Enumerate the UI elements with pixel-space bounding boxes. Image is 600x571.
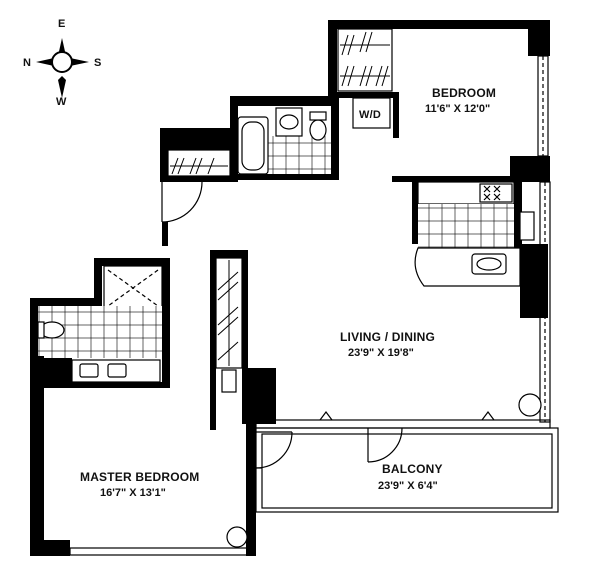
master-bedroom-walls [30,356,256,556]
bedroom-label: BEDROOM [432,86,496,100]
compass-north-label: N [23,57,31,69]
master-bath [30,258,170,388]
balcony-divider [255,411,551,429]
living-east-wall [518,181,551,423]
compass-east-label: E [58,18,65,30]
bedroom-closet [337,28,393,92]
balcony-label: BALCONY [382,462,443,476]
master-column [226,526,248,548]
master-bedroom-label: MASTER BEDROOM [80,470,199,484]
entry-closet [160,128,232,182]
kitchen [412,181,548,318]
compass-south-point [58,76,66,98]
compass-center [51,51,73,73]
structural-column [518,393,542,417]
master-bedroom-dimensions: 16'7" X 13'1" [100,487,166,499]
compass-west-label: W [56,96,67,108]
bedroom-walls [328,20,550,182]
master-closet [210,250,276,430]
hall-bath [230,96,339,182]
balcony-dimensions: 23'9" X 6'4" [378,480,438,492]
compass-rose: E N S W [23,18,101,108]
laundry-closet: W/D [352,97,391,129]
bedroom-dimensions: 11'6" X 12'0" [425,103,490,115]
living-dining-label: LIVING / DINING [340,330,435,344]
laundry-label: W/D [359,109,381,121]
entry-door [161,181,203,246]
living-dining-dimensions: 23'9" X 19'8" [348,347,414,359]
balcony [255,427,559,513]
compass-south-label: S [94,57,101,69]
